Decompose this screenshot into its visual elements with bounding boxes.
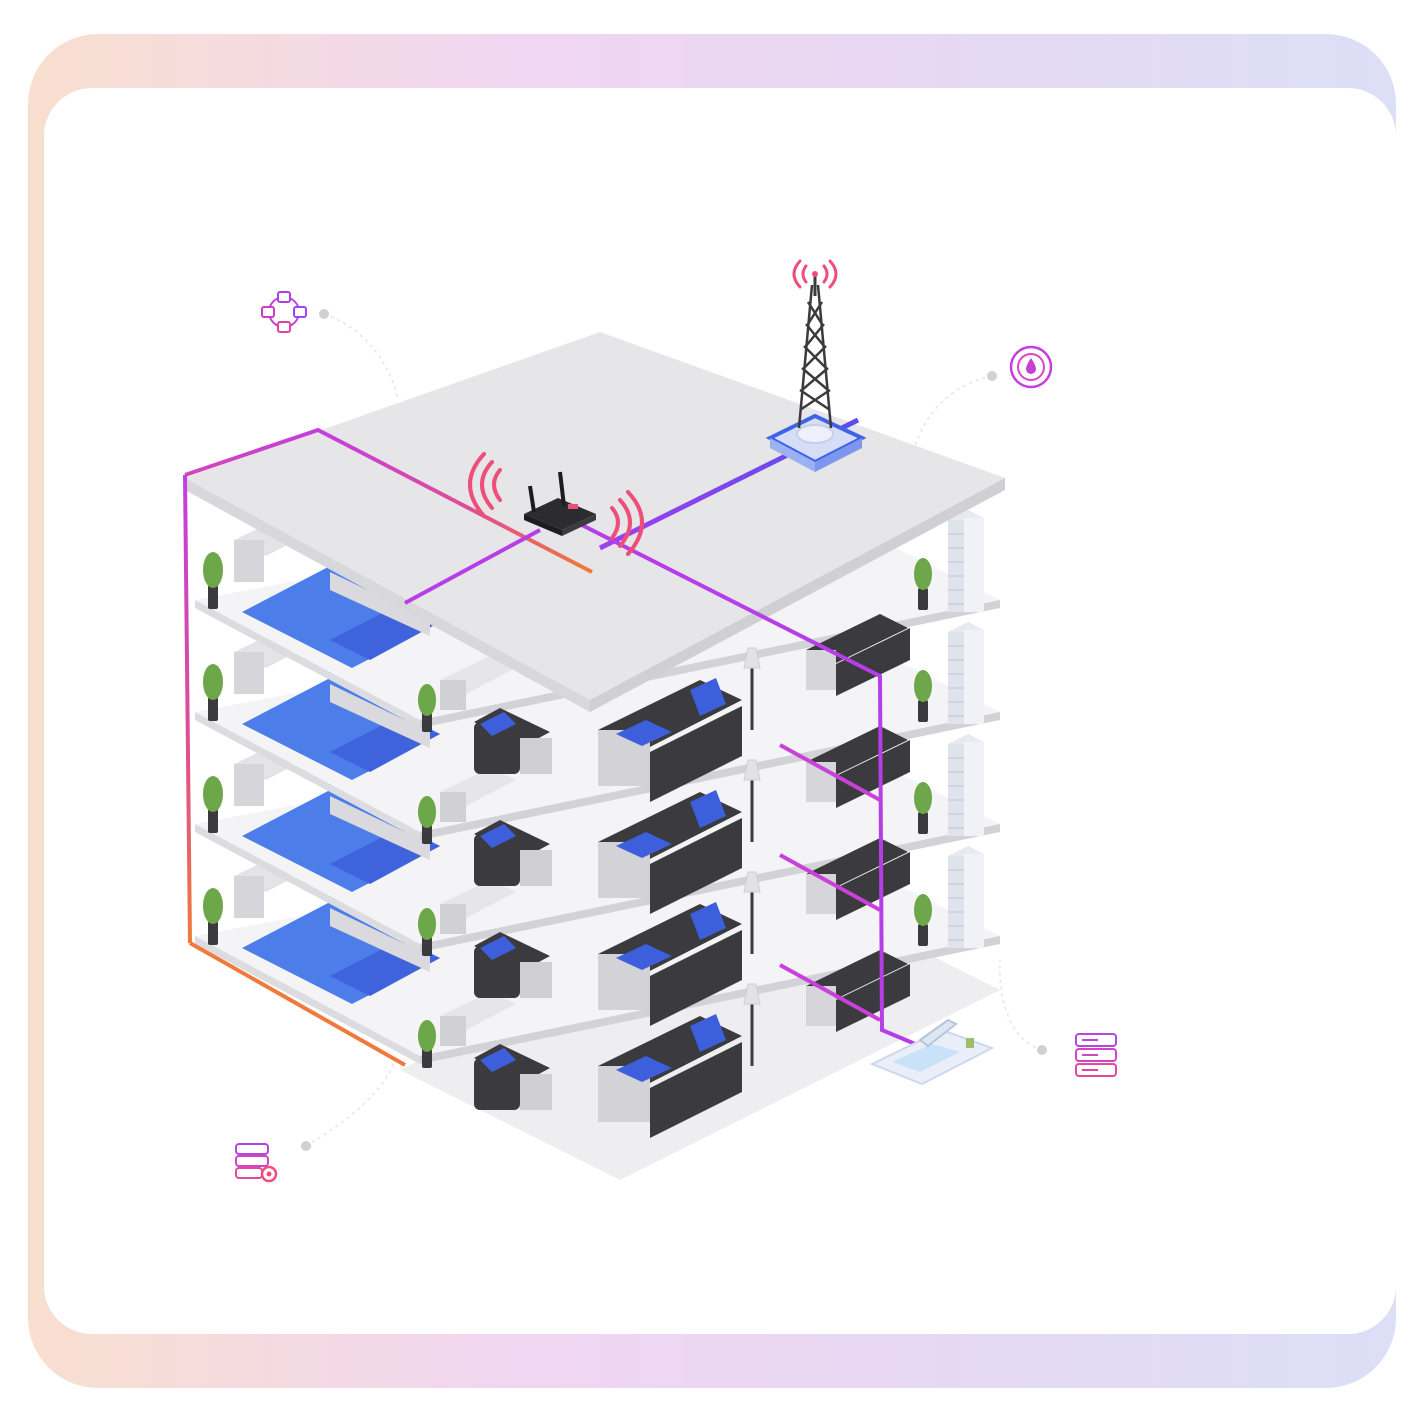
router	[524, 471, 596, 536]
floor-lamp	[743, 983, 761, 1005]
plant	[203, 552, 223, 588]
floor-lamp	[743, 871, 761, 893]
server-settings-icon	[235, 1143, 278, 1183]
plant-pot	[208, 585, 218, 609]
edge-cable-left	[183, 474, 192, 944]
network-nodes-icon	[261, 291, 307, 333]
water-drop-gauge-icon	[1009, 345, 1053, 389]
plant	[203, 776, 223, 812]
floor-lamp	[743, 647, 761, 669]
callout-dot	[301, 1141, 311, 1151]
plant	[203, 888, 223, 924]
callout-dot	[319, 309, 329, 319]
callout-dot	[987, 371, 997, 381]
plant	[203, 664, 223, 700]
plant-pot	[208, 809, 218, 833]
floor-slab	[195, 826, 1000, 1056]
plant-pot	[208, 921, 218, 945]
plant-pot	[208, 697, 218, 721]
floor-slab	[195, 602, 1000, 832]
edge-cable-bottom	[189, 941, 406, 1067]
edge-cable-top-left	[184, 427, 593, 574]
server-stack-icon	[1075, 1033, 1117, 1077]
floor-slab	[195, 714, 1000, 944]
laptop-desk	[869, 1018, 995, 1086]
callout-dot	[1037, 1045, 1047, 1055]
router-signal-right	[610, 490, 644, 556]
cable-right-riser	[571, 518, 921, 1048]
cell-tower	[765, 259, 867, 472]
router-signal-left	[468, 452, 502, 518]
floor-lamp	[743, 759, 761, 781]
